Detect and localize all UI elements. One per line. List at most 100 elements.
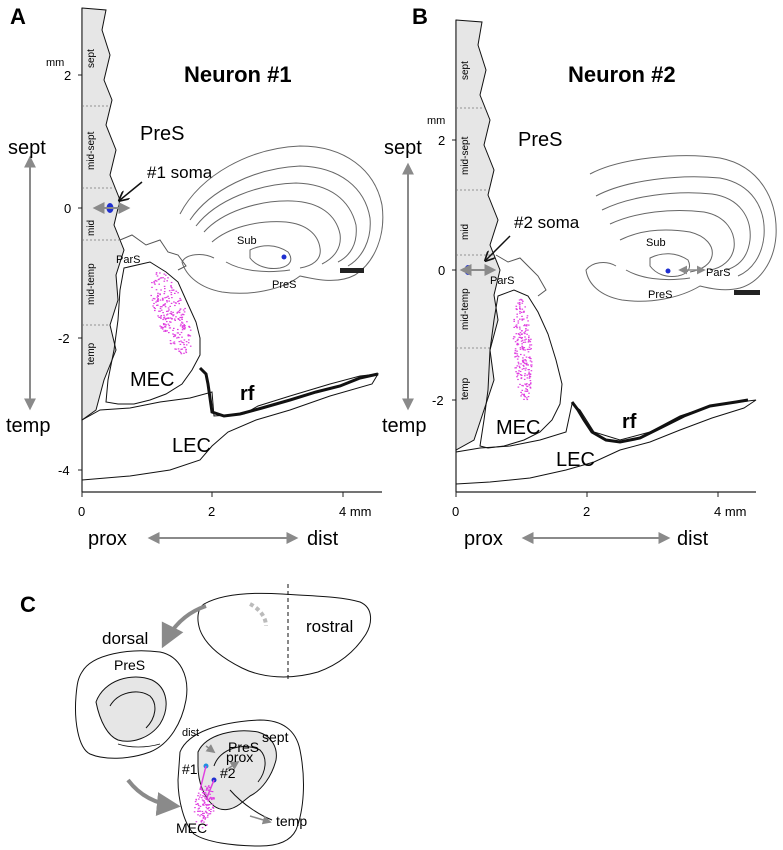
- panel-b-band-dividers: [456, 107, 494, 349]
- axon-dot: [529, 387, 532, 389]
- panel-a-letter: A: [10, 4, 26, 29]
- axon-dot: [515, 324, 518, 326]
- axon-dot: [170, 311, 172, 313]
- x-tick: 0: [452, 504, 459, 519]
- axon-dot: [519, 312, 521, 314]
- axon-dot: [519, 370, 522, 373]
- axon-dot: [197, 804, 200, 807]
- axon-dot: [521, 346, 524, 348]
- panel-b-inset-sub: Sub: [646, 237, 666, 249]
- axon-dot: [530, 348, 532, 350]
- axon-dot: [172, 342, 175, 344]
- panel-c-zoom-arrow: [126, 778, 181, 817]
- axon-dot: [526, 389, 528, 391]
- axon-dot: [183, 324, 185, 326]
- axon-dot: [518, 304, 521, 306]
- axon-dot: [173, 327, 175, 329]
- x-tick: 0: [78, 504, 85, 519]
- axon-dot: [160, 309, 163, 311]
- axon-dot: [200, 787, 202, 789]
- axon-dot: [530, 338, 532, 340]
- axon-dot: [527, 329, 529, 331]
- axon-dot: [207, 800, 209, 802]
- axon-dot: [528, 335, 530, 337]
- axon-dot: [199, 796, 201, 798]
- axon-dot: [516, 376, 518, 378]
- axon-dot: [180, 314, 183, 316]
- axon-dot: [198, 810, 200, 812]
- axon-dot: [517, 378, 519, 381]
- panel-b-scale-bar: [734, 290, 760, 295]
- axon-dot: [182, 327, 185, 329]
- axon-dot: [166, 280, 168, 282]
- y-tick: 2: [64, 68, 71, 83]
- axon-dot: [183, 352, 185, 354]
- panel-a-lec-label: LEC: [172, 435, 211, 457]
- axon-dot: [515, 326, 518, 328]
- panel-b-inset-section: [585, 155, 777, 302]
- axon-dot: [527, 369, 530, 371]
- axon-dot: [188, 325, 190, 327]
- axon-dot: [180, 348, 182, 350]
- axon-dot: [521, 339, 524, 341]
- axon-dot: [172, 311, 174, 313]
- axon-dot: [514, 325, 517, 327]
- axon-dot: [525, 367, 527, 369]
- panel-b-pars-label: ParS: [490, 275, 514, 287]
- axon-dot: [515, 308, 518, 310]
- axon-dot: [521, 393, 523, 395]
- axon-dot: [525, 384, 527, 386]
- axon-dot: [150, 294, 152, 297]
- axon-dot: [523, 311, 525, 313]
- axon-dot: [520, 391, 522, 393]
- panel-b-rf-line: [570, 398, 749, 444]
- band-label-mid-temp: mid-temp: [86, 263, 97, 305]
- axon-dot: [530, 366, 533, 368]
- axon-dot: [524, 324, 526, 326]
- axon-dot: [515, 355, 517, 358]
- axon-dot: [529, 348, 531, 350]
- axon-dot: [159, 294, 161, 296]
- axon-dot: [198, 798, 200, 800]
- axon-dot: [159, 307, 162, 310]
- axon-dot: [204, 785, 207, 787]
- axon-dot: [523, 394, 525, 396]
- panel-c-pres-upper-label: PreS: [114, 657, 145, 673]
- axon-dot: [519, 318, 521, 320]
- axon-dot: [199, 805, 202, 807]
- axon-dot: [177, 328, 179, 331]
- axon-dot: [179, 325, 182, 327]
- axon-dot: [524, 359, 526, 361]
- axon-dot: [211, 797, 214, 799]
- axon-dot: [527, 351, 530, 353]
- axon-dot: [206, 798, 209, 800]
- axon-dot: [528, 337, 530, 339]
- axon-dot: [523, 365, 525, 367]
- axon-dot: [163, 291, 166, 293]
- axon-dot: [516, 339, 519, 341]
- axon-dot: [522, 385, 524, 387]
- axon-dot: [185, 351, 188, 354]
- panel-c-temp-label: temp: [276, 813, 307, 829]
- axon-dot: [523, 398, 525, 400]
- axon-dot: [522, 359, 524, 361]
- axon-dot: [516, 342, 519, 344]
- axon-dot: [156, 304, 158, 306]
- axon-dot: [203, 812, 205, 814]
- axon-dot: [203, 804, 205, 806]
- axon-dot: [521, 347, 524, 349]
- axon-dot: [203, 801, 206, 803]
- axon-dot: [171, 297, 173, 299]
- axon-dot: [519, 367, 521, 369]
- panel-a-inset-sub: Sub: [237, 235, 257, 247]
- axon-dot: [152, 305, 154, 307]
- band-label-mid: mid: [460, 224, 471, 240]
- axon-dot: [185, 341, 188, 343]
- y-tick: -4: [58, 463, 70, 478]
- axon-dot: [201, 819, 204, 821]
- panel-b-soma-label: #2 soma: [514, 213, 580, 232]
- panel-a-soma-pointer: [120, 181, 143, 200]
- panel-c-n1-label: #1: [182, 761, 198, 777]
- axon-dot: [169, 312, 171, 315]
- axon-dot: [188, 326, 191, 328]
